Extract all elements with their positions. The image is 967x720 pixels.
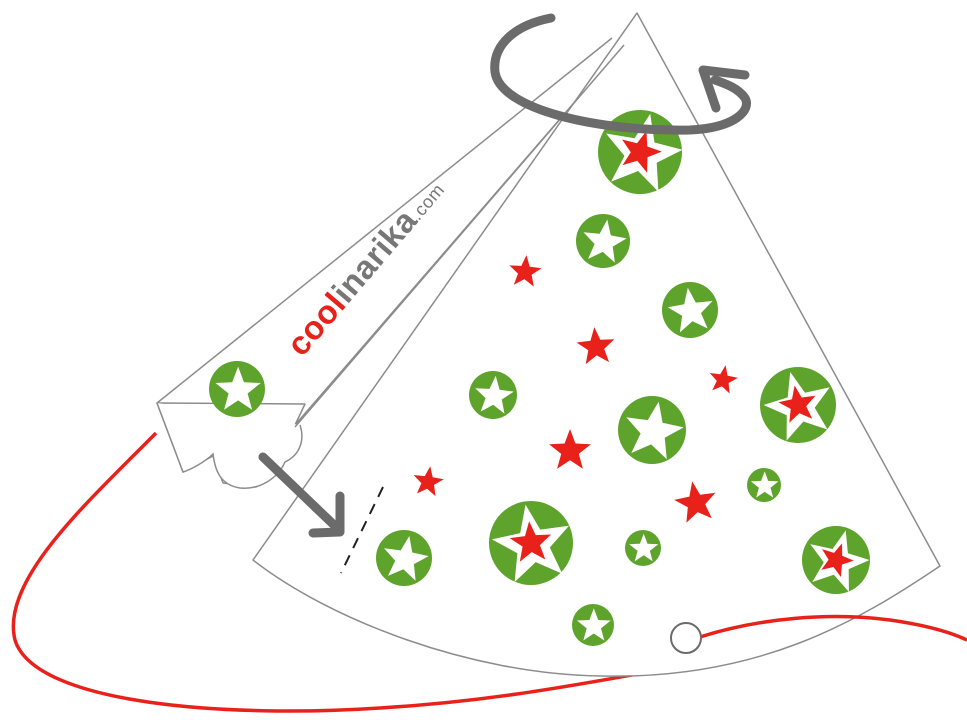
badge-white-star-icon [667,287,713,333]
badge-white-star-icon [626,401,684,460]
badge-white-star-icon [750,471,779,498]
flap-outer-edge [156,37,613,404]
push-arrow-icon [258,452,345,538]
badge-white-star-icon [475,375,514,414]
brand-part-com: .com [407,180,449,224]
red-star-icon [576,327,615,365]
red-star-icon [709,365,738,394]
red-string-right [699,614,967,642]
badge-white-star-icon [576,608,611,641]
red-star-icon [509,255,542,287]
red-star-icon [674,481,716,523]
badge-red-star-icon [821,543,854,577]
star-badge-icon [760,367,836,443]
red-star-icon [549,429,591,469]
star-badge-icon [376,530,432,586]
star-badges [209,110,870,646]
dashed-fold-line [340,486,384,574]
star-badge-icon [747,468,781,502]
badge-white-star-icon [629,533,659,562]
badge-red-star-icon [622,131,662,173]
badge-white-star-icon [215,366,261,410]
star-badge-icon [469,371,517,419]
badge-red-star-icon [778,385,816,423]
badge-red-star-icon [509,521,552,562]
badge-white-star-icon [583,219,627,263]
flap-scalloped-edge [156,402,303,489]
star-badge-icon [572,604,614,646]
star-badge-icon [802,526,870,594]
punch-hole-icon [670,622,702,654]
star-badge-icon [489,501,573,585]
badge-white-star-icon [384,536,429,581]
star-badge-icon [618,396,686,464]
red-stars [413,255,738,523]
red-star-icon [413,466,444,497]
star-badge-icon [662,282,718,338]
star-badge-icon [576,214,630,268]
fold-line [294,44,625,428]
star-badge-icon [625,530,661,566]
red-string-left [11,431,644,713]
star-badge-icon [209,361,265,417]
rotate-arrow-icon [490,13,751,135]
